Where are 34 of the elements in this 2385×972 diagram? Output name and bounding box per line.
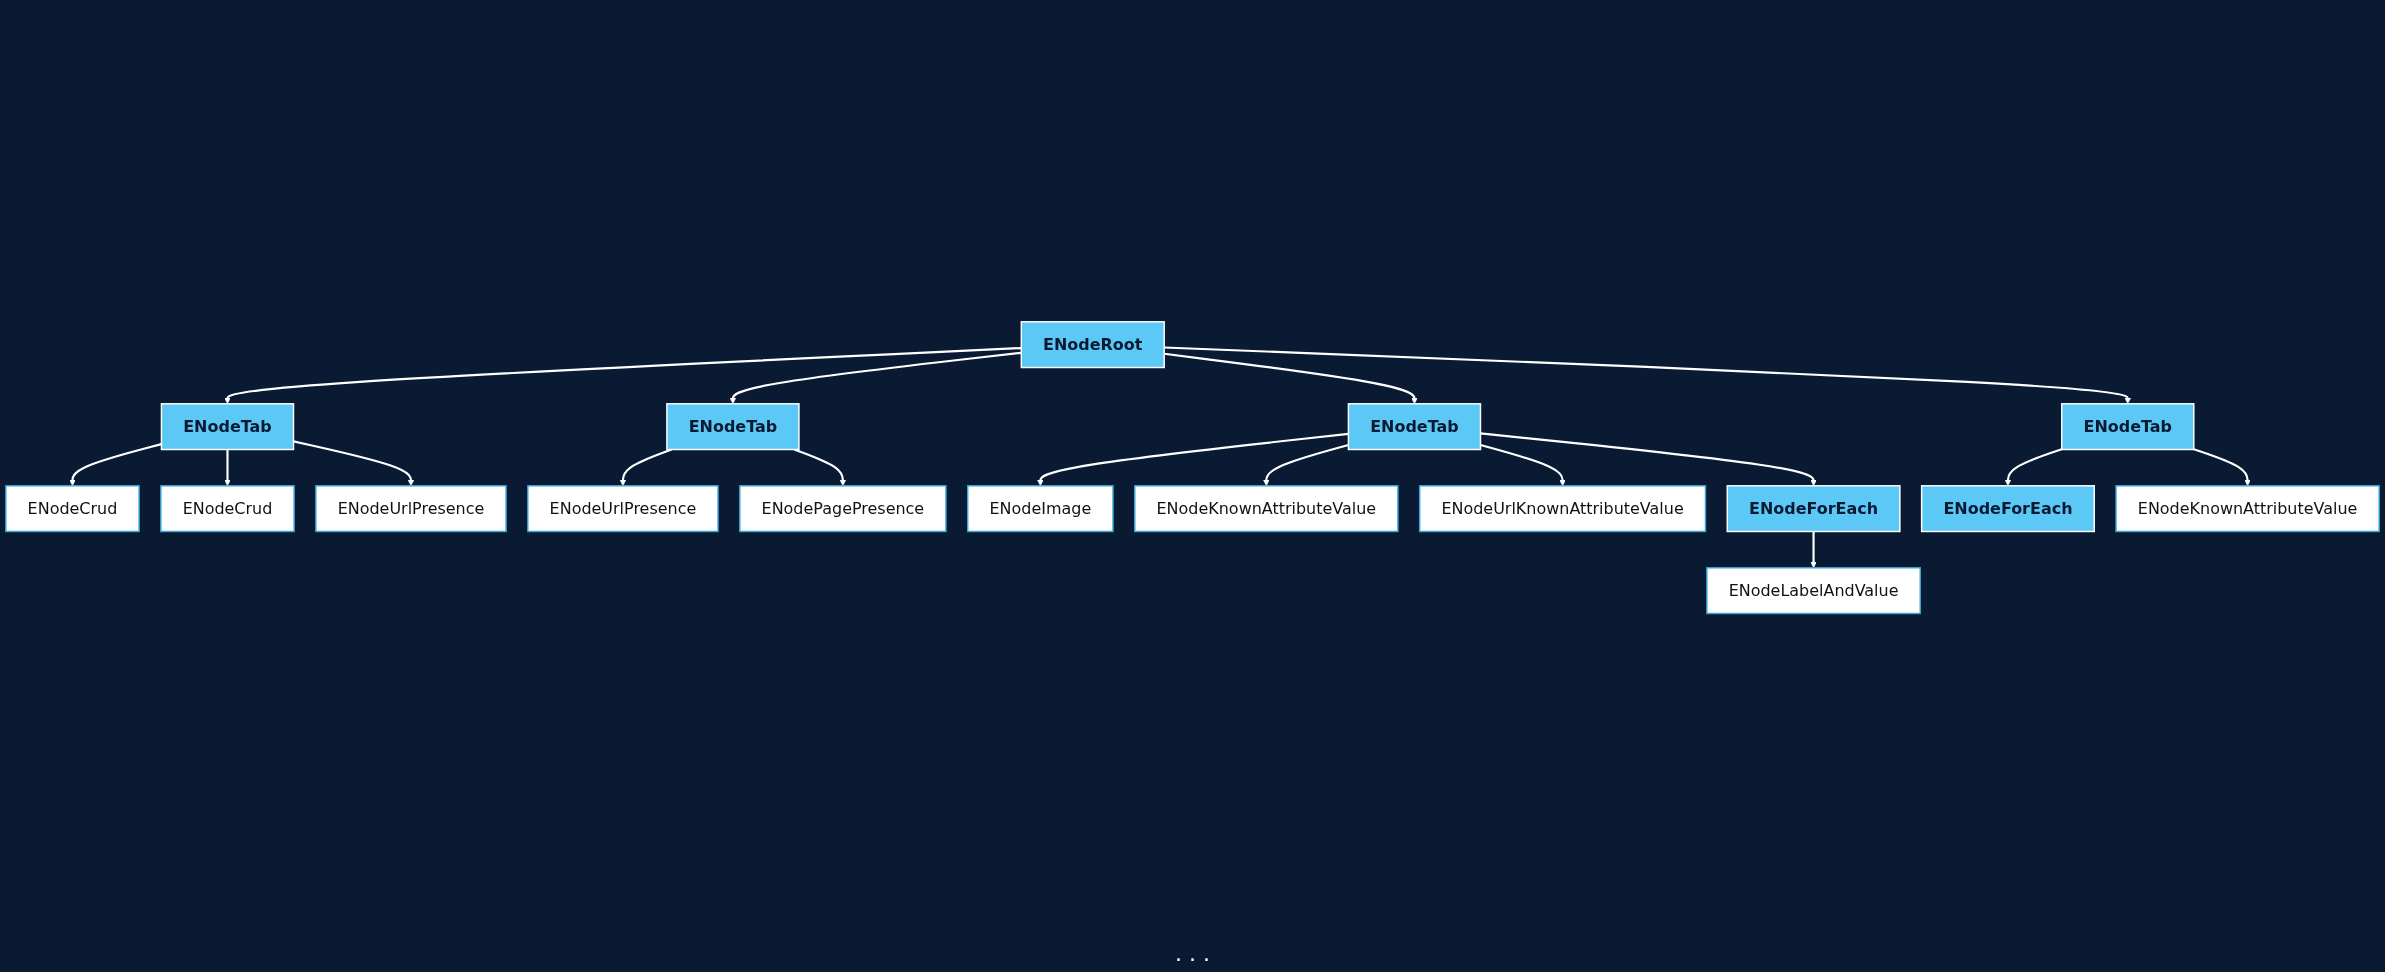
node-box: ENodeForEach [1920,484,2095,533]
node-box: ENodeRoot [1020,320,1165,369]
node-box: ENodeCrud [160,484,295,533]
arrow [1263,443,1349,486]
node-box: ENodeUrlPresence [527,484,719,533]
arrow [1480,443,1566,486]
arrow [1164,352,1418,404]
node-box: ENodeKnownAttributeValue [2115,484,2380,533]
arrow [293,440,415,486]
arrow [1810,531,1817,568]
node-box: ENodeUrlPresence [315,484,507,533]
node-box: ENodeTab [2061,402,2195,451]
ellipsis-note: . . . [1175,941,1210,966]
arrow [224,449,231,486]
arrow [1480,432,1817,486]
node-box: ENodeCrud [5,484,140,533]
node-box: ENodeLabelAndValue [1706,566,1921,615]
arrow [793,448,847,486]
node-box: ENodeUrlKnownAttributeValue [1418,484,1707,533]
node-box: ENodePagePresence [739,484,947,533]
arrow [2193,448,2251,486]
arrow [729,351,1022,404]
arrow [224,346,1022,404]
node-box: ENodeTab [160,402,295,451]
arrow [2004,448,2063,486]
node-box: ENodeKnownAttributeValue [1134,484,1399,533]
arrow [619,448,672,486]
arrow [1164,346,2131,404]
node-box: ENodeTab [1347,402,1482,451]
node-box: ENodeTab [666,402,800,451]
node-box: ENodeForEach [1726,484,1901,533]
arrow [1037,432,1349,486]
arrow [69,442,162,486]
node-box: ENodeImage [967,484,1114,533]
